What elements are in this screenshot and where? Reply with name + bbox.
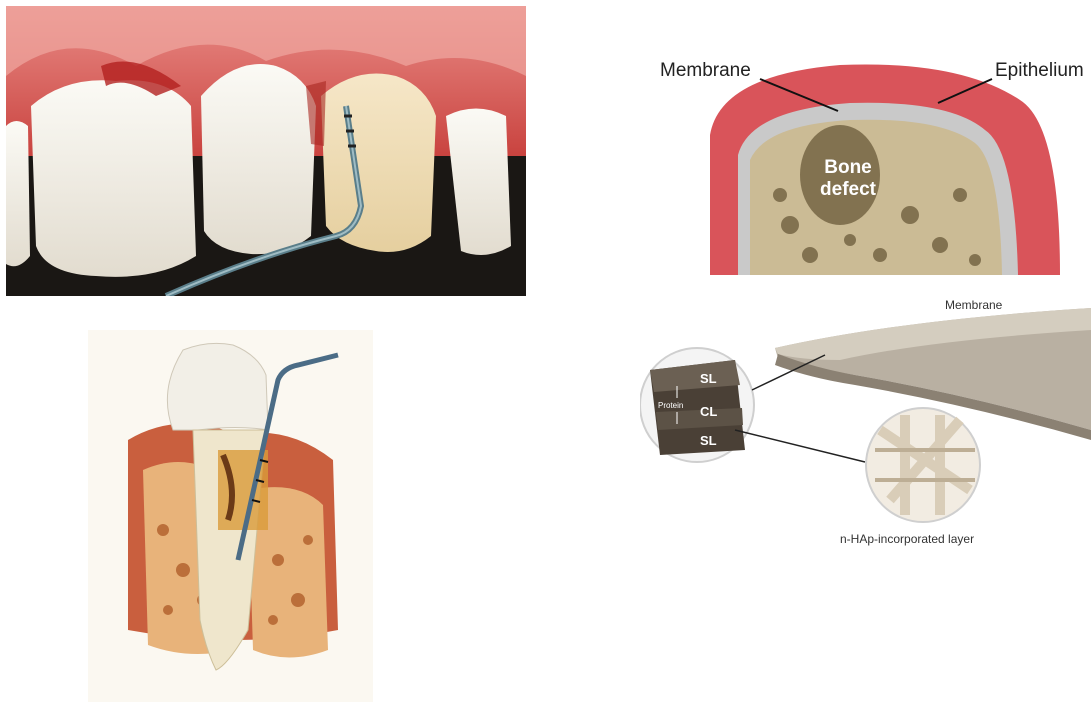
protein-label: Protein xyxy=(658,401,683,410)
epithelium-label: Epithelium xyxy=(995,60,1084,81)
membrane-label: Membrane xyxy=(660,60,751,81)
membrane-top-label: Membrane xyxy=(945,298,1003,312)
nhap-layer-label: n-HAp-incorporated layer xyxy=(840,532,974,546)
tooth-cross-section-illustration xyxy=(88,330,373,702)
layer-sl-bottom: SL xyxy=(700,433,717,448)
bone-label-line2: defect xyxy=(820,179,877,200)
clinical-photo-periodontal-probe xyxy=(6,6,526,296)
layer-sl-top: SL xyxy=(700,371,717,386)
bone-label-line1: Bone xyxy=(824,157,872,178)
membrane-layers-diagram: Membrane SL CL SL Protein n-HAp-incorpor… xyxy=(640,290,1091,560)
bone-defect-diagram: Bone defect Membrane Epithelium xyxy=(640,45,1091,285)
layer-cl: CL xyxy=(700,404,717,419)
